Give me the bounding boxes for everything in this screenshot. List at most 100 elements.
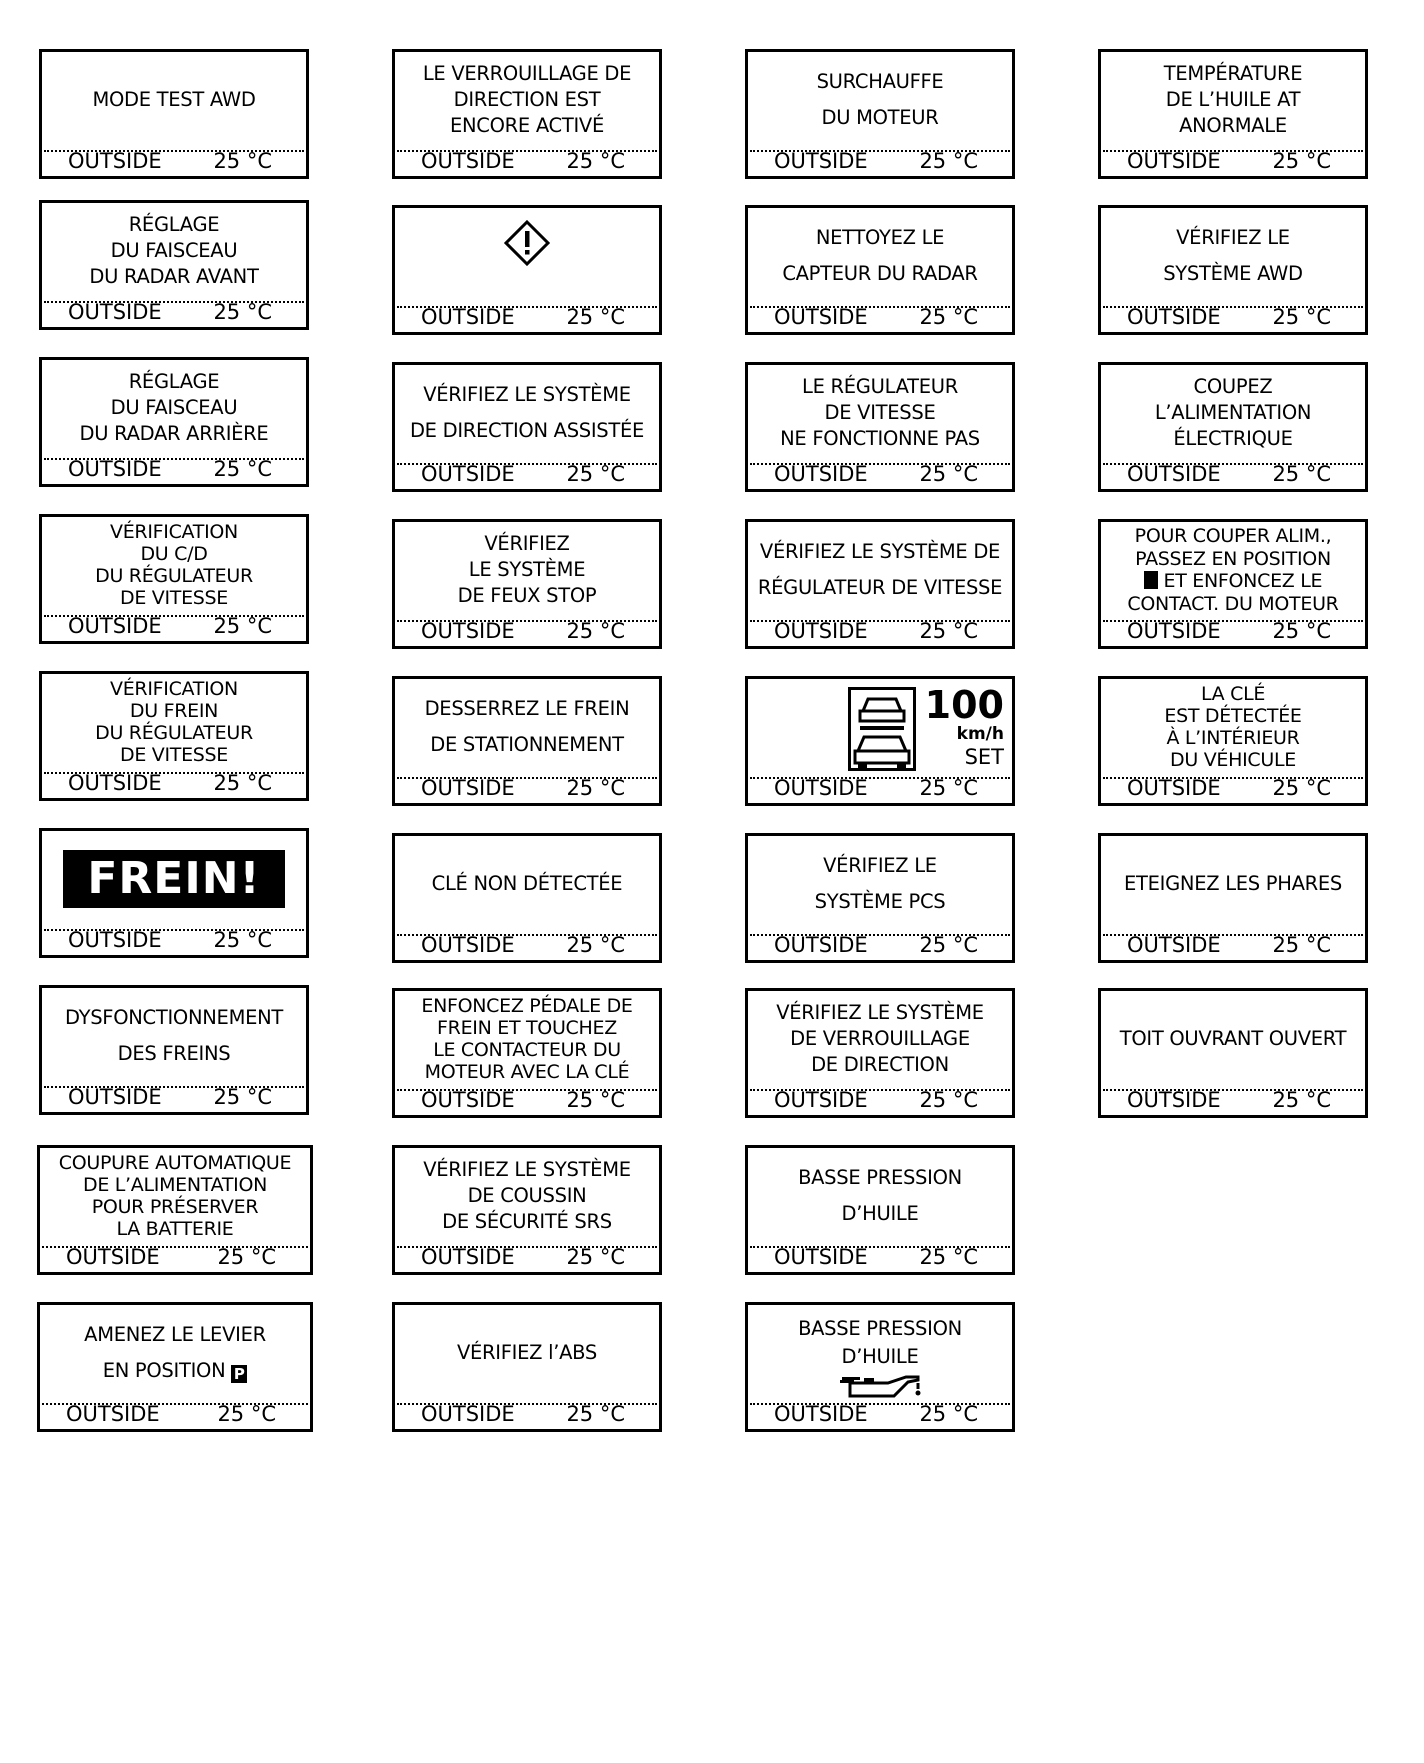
outside-label: OUTSIDE xyxy=(1127,305,1221,329)
dotted-separator xyxy=(1103,934,1363,936)
outside-label: OUTSIDE xyxy=(66,1402,160,1426)
message-line: VÉRIFIEZ xyxy=(484,532,570,555)
message-line: CLÉ NON DÉTECTÉE xyxy=(431,872,623,895)
dotted-separator xyxy=(750,463,1010,465)
dotted-separator xyxy=(750,1089,1010,1091)
message-line: DU MOTEUR xyxy=(821,106,939,129)
dotted-separator xyxy=(397,934,657,936)
message-line: DE SÉCURITÉ SRS xyxy=(442,1210,612,1233)
temperature-value: 25 °C xyxy=(217,1245,276,1269)
temperature-value: 25 °C xyxy=(919,619,978,643)
dotted-separator xyxy=(44,1086,304,1088)
message-line: VÉRIFIEZ LE SYSTÈME xyxy=(423,1158,631,1181)
message-line: RÉGLAGE xyxy=(128,370,220,393)
message-line: TOIT OUVRANT OUVERT xyxy=(1119,1027,1347,1050)
message-line: EN POSITION xyxy=(102,1359,226,1382)
outside-label: OUTSIDE xyxy=(1127,1088,1221,1112)
outside-label: OUTSIDE xyxy=(421,776,515,800)
speed-unit: km/h xyxy=(956,724,1004,744)
message-line: RÉGLAGE xyxy=(128,213,220,236)
message-line: LE SYSTÈME xyxy=(468,558,586,581)
message-line: MOTEUR AVEC LA CLÉ xyxy=(424,1061,630,1083)
message-line: LA CLÉ xyxy=(1200,683,1266,705)
message-line: TEMPÉRATURE xyxy=(1163,62,1303,85)
message-line: DU RÉGULATEUR xyxy=(95,565,253,587)
outside-label: OUTSIDE xyxy=(68,457,162,481)
master-warning-icon xyxy=(504,220,550,266)
temperature-value: 25 °C xyxy=(919,149,978,173)
outside-temperature-bar: OUTSIDE 25 °C xyxy=(40,1243,310,1272)
temperature-value: 25 °C xyxy=(566,462,625,486)
dotted-separator xyxy=(44,772,304,774)
temperature-value: 25 °C xyxy=(213,771,272,795)
outside-label: OUTSIDE xyxy=(68,614,162,638)
dotted-separator xyxy=(44,301,304,303)
dotted-separator xyxy=(1103,1089,1363,1091)
outside-label: OUTSIDE xyxy=(774,1245,868,1269)
outside-label: OUTSIDE xyxy=(68,1085,162,1109)
warning-panel-power-off-instructions: POUR COUPER ALIM.,PASSEZ EN POSITION ET … xyxy=(1098,519,1368,649)
message-line: CAPTEUR DU RADAR xyxy=(782,262,978,285)
outside-label: OUTSIDE xyxy=(66,1245,160,1269)
lead-car-distance-icon xyxy=(848,687,916,771)
dotted-separator xyxy=(44,150,304,152)
message-line: LE VERROUILLAGE DE xyxy=(422,62,632,85)
dotted-separator xyxy=(397,777,657,779)
message-line: BASSE PRESSION xyxy=(798,1166,962,1189)
outside-label: OUTSIDE xyxy=(1127,462,1221,486)
message-line: BASSE PRESSION xyxy=(798,1317,962,1340)
temperature-value: 25 °C xyxy=(919,933,978,957)
message-line: DE STATIONNEMENT xyxy=(430,733,624,756)
message-line: PASSEZ EN POSITION xyxy=(1135,547,1331,570)
message-line: DU RADAR AVANT xyxy=(89,265,259,288)
message-line: VÉRIFIEZ LE SYSTÈME DE xyxy=(759,540,1001,563)
message-line: NETTOYEZ LE xyxy=(815,226,945,249)
message-line: VÉRIFIEZ LE SYSTÈME xyxy=(423,383,631,406)
message-line: DES FREINS xyxy=(117,1042,231,1065)
message-line: DE L’HUILE AT xyxy=(1165,88,1301,111)
message-line: COUPURE AUTOMATIQUE xyxy=(58,1152,292,1174)
message-line: EST DÉTECTÉE xyxy=(1164,705,1302,727)
message-line: DE DIRECTION xyxy=(811,1053,949,1076)
message-line: COUPEZ xyxy=(1193,375,1273,398)
message-line: DE VITESSE xyxy=(824,401,936,424)
outside-label: OUTSIDE xyxy=(421,1402,515,1426)
outside-label: OUTSIDE xyxy=(1127,619,1221,643)
temperature-value: 25 °C xyxy=(566,1245,625,1269)
message-line: VÉRIFIEZ l’ABS xyxy=(457,1341,597,1364)
outside-label: OUTSIDE xyxy=(774,149,868,173)
outside-label: OUTSIDE xyxy=(774,933,868,957)
outside-label: OUTSIDE xyxy=(421,1245,515,1269)
message-line: VÉRIFIEZ LE xyxy=(823,854,937,877)
outside-label: OUTSIDE xyxy=(421,619,515,643)
outside-temperature-bar: OUTSIDE 25 °C xyxy=(748,931,1012,960)
dotted-separator xyxy=(397,306,657,308)
message-line: VÉRIFICATION xyxy=(110,521,238,543)
temperature-value: 25 °C xyxy=(213,300,272,324)
dotted-separator xyxy=(750,1403,1010,1405)
message-line: CONTACT. DU MOTEUR xyxy=(1127,592,1339,615)
dotted-separator xyxy=(750,777,1010,779)
